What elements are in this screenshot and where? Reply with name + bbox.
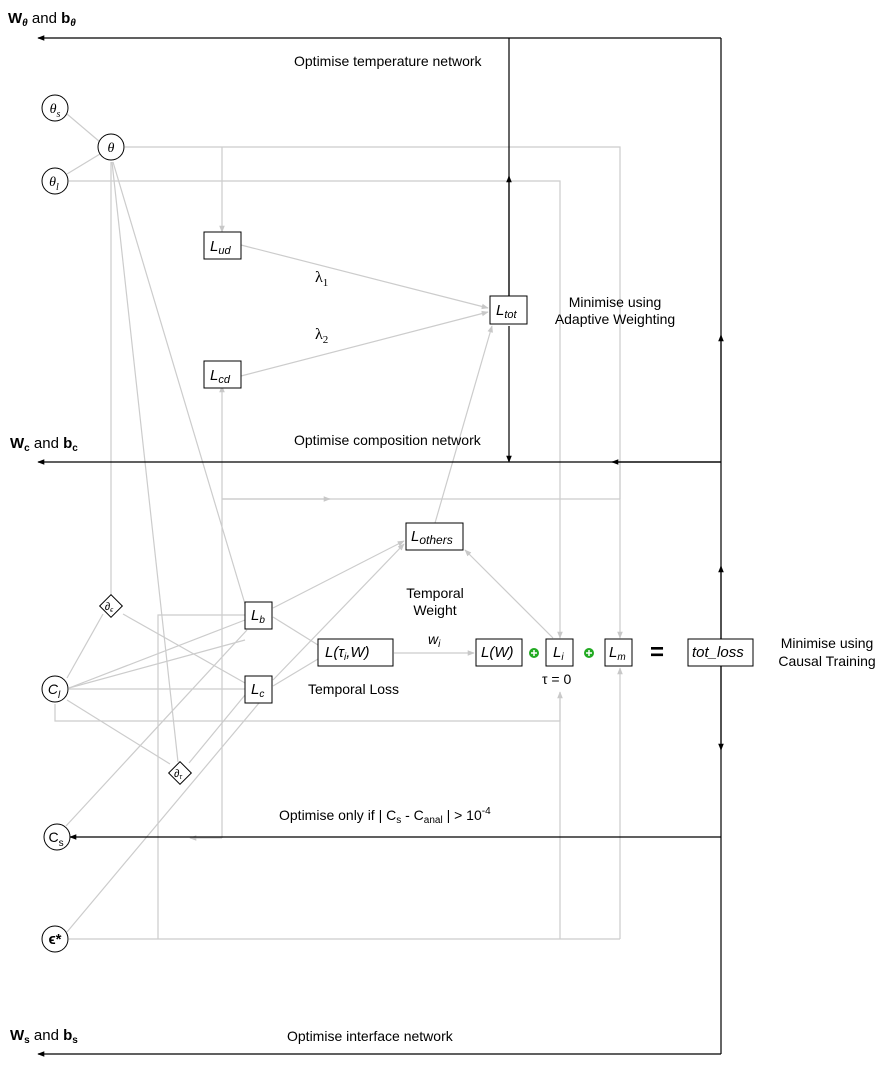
svg-text:Lud: Lud xyxy=(210,238,231,257)
node-l-c: Lc xyxy=(244,675,273,704)
node-l-cd: Lcd xyxy=(203,360,242,389)
svg-text:L(W): L(W) xyxy=(481,644,514,661)
label-temporal-weight-1: Temporal xyxy=(406,585,464,601)
node-eps-star: ϵ* xyxy=(41,925,69,953)
svg-text:Ws and bs: Ws and bs xyxy=(10,1027,78,1046)
node-tot-loss: tot_loss xyxy=(687,638,754,667)
svg-text:Cl: Cl xyxy=(48,681,61,701)
svg-text:ϵ*: ϵ* xyxy=(48,931,61,948)
svg-text:∂τ: ∂τ xyxy=(174,768,182,781)
equals-sign: = xyxy=(650,639,664,666)
node-l-b: Lb xyxy=(244,601,273,630)
label-w-s-b-s: Ws and bs xyxy=(10,1027,78,1046)
label-lambda1: λ1 xyxy=(315,269,328,289)
node-l-others: Lothers xyxy=(405,522,464,551)
node-c-l: Cl xyxy=(41,675,69,703)
svg-text:Lm: Lm xyxy=(609,644,626,663)
node-l-tau-w: L(τi,W) xyxy=(317,638,394,667)
svg-text:θ: θ xyxy=(108,141,115,156)
label-w-theta-b-theta: Wθ and bθ xyxy=(8,10,76,29)
label-minimise-causal-1: Minimise using xyxy=(781,635,874,651)
node-d-tau: ∂τ xyxy=(167,760,193,786)
label-opt-only-if: Optimise only if | Cs - Canal | > 10-4 xyxy=(279,806,491,826)
svg-text:Ltot: Ltot xyxy=(496,302,518,321)
label-opt-interface: Optimise interface network xyxy=(287,1028,454,1044)
node-c-s: Cs xyxy=(43,823,71,851)
label-minimise-adaptive-2: Adaptive Weighting xyxy=(555,311,675,327)
plus-icon-1 xyxy=(529,648,539,658)
label-temporal-weight-2: Weight xyxy=(413,602,456,618)
node-theta-s: θs xyxy=(41,94,69,122)
svg-text:Lcd: Lcd xyxy=(210,367,231,386)
label-lambda2: λ2 xyxy=(315,326,328,346)
svg-text:Li: Li xyxy=(553,644,564,663)
svg-text:Lc: Lc xyxy=(251,681,264,700)
node-l-m: Lm xyxy=(604,638,633,667)
plus-icon-2 xyxy=(584,648,594,658)
black-connectors xyxy=(37,35,724,1057)
node-theta-l: θl xyxy=(41,167,69,195)
node-d-eps: ∂ϵ xyxy=(98,593,124,619)
label-w-c-b-c: Wc and bc xyxy=(10,435,78,454)
node-theta: θ xyxy=(97,133,125,161)
label-opt-composition: Optimise composition network xyxy=(294,432,482,448)
label-w-i: wi xyxy=(428,631,441,650)
svg-text:θs: θs xyxy=(50,102,61,120)
svg-text:L(τi,W): L(τi,W) xyxy=(325,644,370,663)
node-l-ud: Lud xyxy=(203,231,242,260)
svg-text:Cs: Cs xyxy=(48,829,63,849)
label-temporal-loss: Temporal Loss xyxy=(308,681,399,697)
svg-text:θl: θl xyxy=(49,175,59,193)
node-l-i: Li xyxy=(545,638,574,667)
svg-text:Wc and bc: Wc and bc xyxy=(10,435,78,454)
node-l-tot: Ltot xyxy=(489,295,528,325)
svg-text:Lothers: Lothers xyxy=(411,528,453,547)
grey-connectors xyxy=(54,113,623,940)
svg-text:Lb: Lb xyxy=(251,607,265,626)
node-l-w: L(W) xyxy=(475,638,523,667)
svg-text:∂ϵ: ∂ϵ xyxy=(105,601,114,614)
label-minimise-adaptive-1: Minimise using xyxy=(569,294,662,310)
label-tau-zero: τ = 0 xyxy=(542,671,571,687)
svg-text:tot_loss: tot_loss xyxy=(692,644,744,661)
svg-text:Wθ and bθ: Wθ and bθ xyxy=(8,10,76,29)
label-minimise-causal-2: Causal Training xyxy=(778,653,875,669)
label-opt-temperature: Optimise temperature network xyxy=(294,53,483,69)
